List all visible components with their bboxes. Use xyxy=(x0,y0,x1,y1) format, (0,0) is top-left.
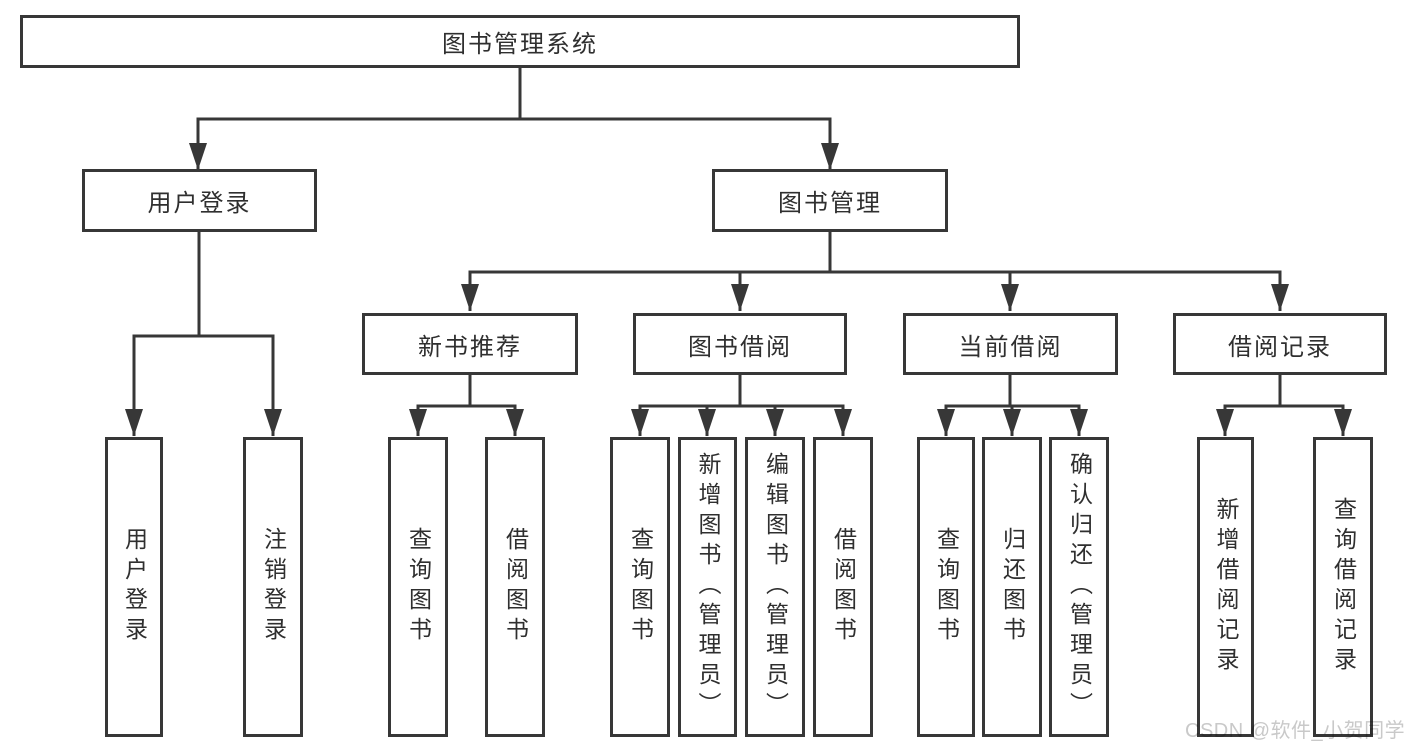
node-leaf-return-books: 归还图书 xyxy=(982,437,1042,737)
node-leaf-edit-books-admin: 编辑图书（管理员） xyxy=(745,437,805,737)
node-book-management: 图书管理 xyxy=(712,169,948,232)
node-leaf-query-borrow-record: 查询借阅记录 xyxy=(1313,437,1373,737)
node-leaf-confirm-return-admin: 确认归还（管理员） xyxy=(1049,437,1109,737)
node-leaf-logout: 注销登录 xyxy=(243,437,303,737)
node-book-borrowing: 图书借阅 xyxy=(633,313,847,375)
node-library-management-system: 图书管理系统 xyxy=(20,15,1020,68)
node-leaf-borrow-books-2: 借阅图书 xyxy=(813,437,873,737)
node-current-borrowing: 当前借阅 xyxy=(903,313,1118,375)
node-leaf-user-login: 用户登录 xyxy=(105,437,163,737)
csdn-watermark: CSDN @软件_小贺同学 xyxy=(1185,720,1405,742)
node-new-book-recommendation: 新书推荐 xyxy=(362,313,578,375)
node-leaf-add-borrow-record: 新增借阅记录 xyxy=(1197,437,1254,737)
node-leaf-query-books-1: 查询图书 xyxy=(388,437,448,737)
node-leaf-borrow-books-1: 借阅图书 xyxy=(485,437,545,737)
node-borrowing-records: 借阅记录 xyxy=(1173,313,1387,375)
node-leaf-add-books-admin: 新增图书（管理员） xyxy=(678,437,737,737)
node-leaf-query-books-3: 查询图书 xyxy=(917,437,975,737)
node-leaf-query-books-2: 查询图书 xyxy=(610,437,670,737)
node-user-login: 用户登录 xyxy=(82,169,317,232)
